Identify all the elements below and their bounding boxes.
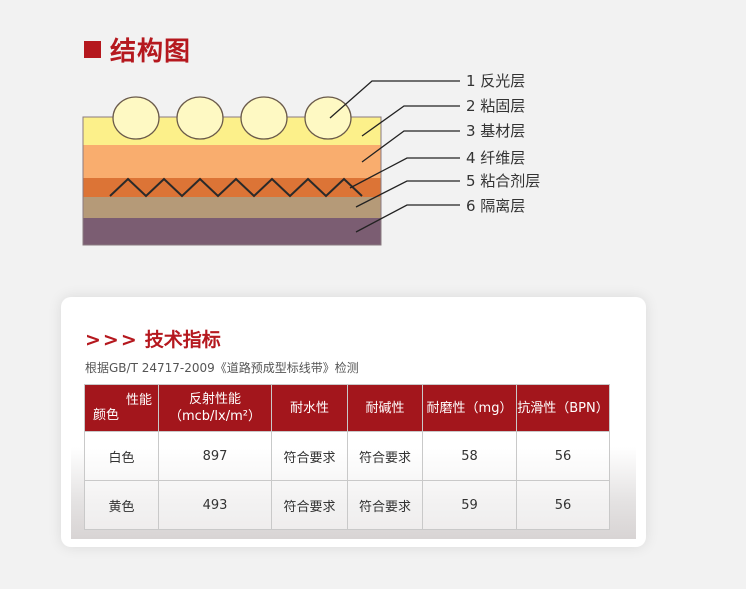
- header-wear: 耐磨性（mg）: [422, 384, 517, 432]
- table-row: 黄色 493 符合要求 符合要求 59 56: [84, 480, 610, 530]
- glass-bead: [304, 96, 352, 140]
- leader-lines: [329, 80, 460, 233]
- layer-label-4: 4 纤维层: [466, 149, 526, 167]
- arrows-icon: >>>: [85, 329, 139, 351]
- header-reflect: 反射性能 （mcb/lx/m²）: [158, 384, 272, 432]
- cell-alkali: 符合要求: [347, 480, 423, 530]
- layer-fiber: [83, 197, 381, 218]
- header-corner-top: 性能: [125, 393, 152, 408]
- layer-label-3: 3 基材层: [466, 122, 526, 140]
- header-reflect-line2: （mcb/lx/m²）: [168, 409, 261, 424]
- cell-water: 符合要求: [271, 480, 348, 530]
- spec-subtitle: 根据GB/T 24717-2009《道路预成型标线带》检测: [85, 361, 359, 375]
- header-corner: 性能 颜色: [84, 384, 159, 432]
- structure-title-text: 结构图: [110, 36, 192, 67]
- spec-title: >>>技术指标: [85, 325, 221, 352]
- cell-wear: 59: [422, 480, 517, 530]
- cell-alkali: 符合要求: [347, 431, 423, 481]
- layer-label-2: 2 粘固层: [466, 97, 526, 115]
- layer-base: [83, 178, 381, 197]
- header-water: 耐水性: [271, 384, 348, 432]
- layer-adhesive-fix: [83, 145, 381, 178]
- spec-card: >>>技术指标 根据GB/T 24717-2009《道路预成型标线带》检测 性能…: [61, 297, 646, 547]
- cell-skid: 56: [516, 480, 610, 530]
- leader-line-2: [361, 105, 460, 137]
- leader-line-6: [355, 204, 460, 233]
- title-square-icon: [84, 40, 101, 58]
- bead-row: [112, 96, 352, 140]
- layer-label-5: 5 粘合剂层: [466, 172, 541, 190]
- layer-diagram: [82, 80, 460, 246]
- leader-line-1: [329, 80, 460, 119]
- header-corner-bottom: 颜色: [93, 408, 120, 423]
- layer-outline: [82, 116, 382, 246]
- cell-wear: 58: [422, 431, 517, 481]
- header-skid: 抗滑性（BPN）: [516, 384, 610, 432]
- leader-line-3: [361, 130, 460, 163]
- leader-line-5: [355, 180, 460, 208]
- cell-color: 白色: [84, 431, 159, 481]
- structure-title: 结构图: [84, 32, 192, 67]
- fiber-zigzag: [109, 177, 363, 198]
- header-reflect-line1: 反射性能: [188, 392, 241, 407]
- glass-bead: [240, 96, 288, 140]
- cell-reflect: 493: [158, 480, 272, 530]
- glass-bead: [176, 96, 224, 140]
- cell-skid: 56: [516, 431, 610, 481]
- table-header-row: 性能 颜色 反射性能 （mcb/lx/m²） 耐水性 耐碱性 耐磨性（mg） 抗…: [84, 384, 610, 432]
- layer-label-6: 6 隔离层: [466, 197, 526, 215]
- cell-reflect: 897: [158, 431, 272, 481]
- cell-color: 黄色: [84, 480, 159, 530]
- table-row: 白色 897 符合要求 符合要求 58 56: [84, 431, 610, 481]
- layer-label-1: 1 反光层: [466, 72, 526, 90]
- leader-line-4: [349, 157, 460, 189]
- spec-title-text: 技术指标: [144, 329, 221, 351]
- header-alkali: 耐碱性: [347, 384, 423, 432]
- glass-bead: [112, 96, 160, 140]
- layer-release: [83, 218, 381, 245]
- spec-table: 性能 颜色 反射性能 （mcb/lx/m²） 耐水性 耐碱性 耐磨性（mg） 抗…: [84, 384, 610, 530]
- cell-water: 符合要求: [271, 431, 348, 481]
